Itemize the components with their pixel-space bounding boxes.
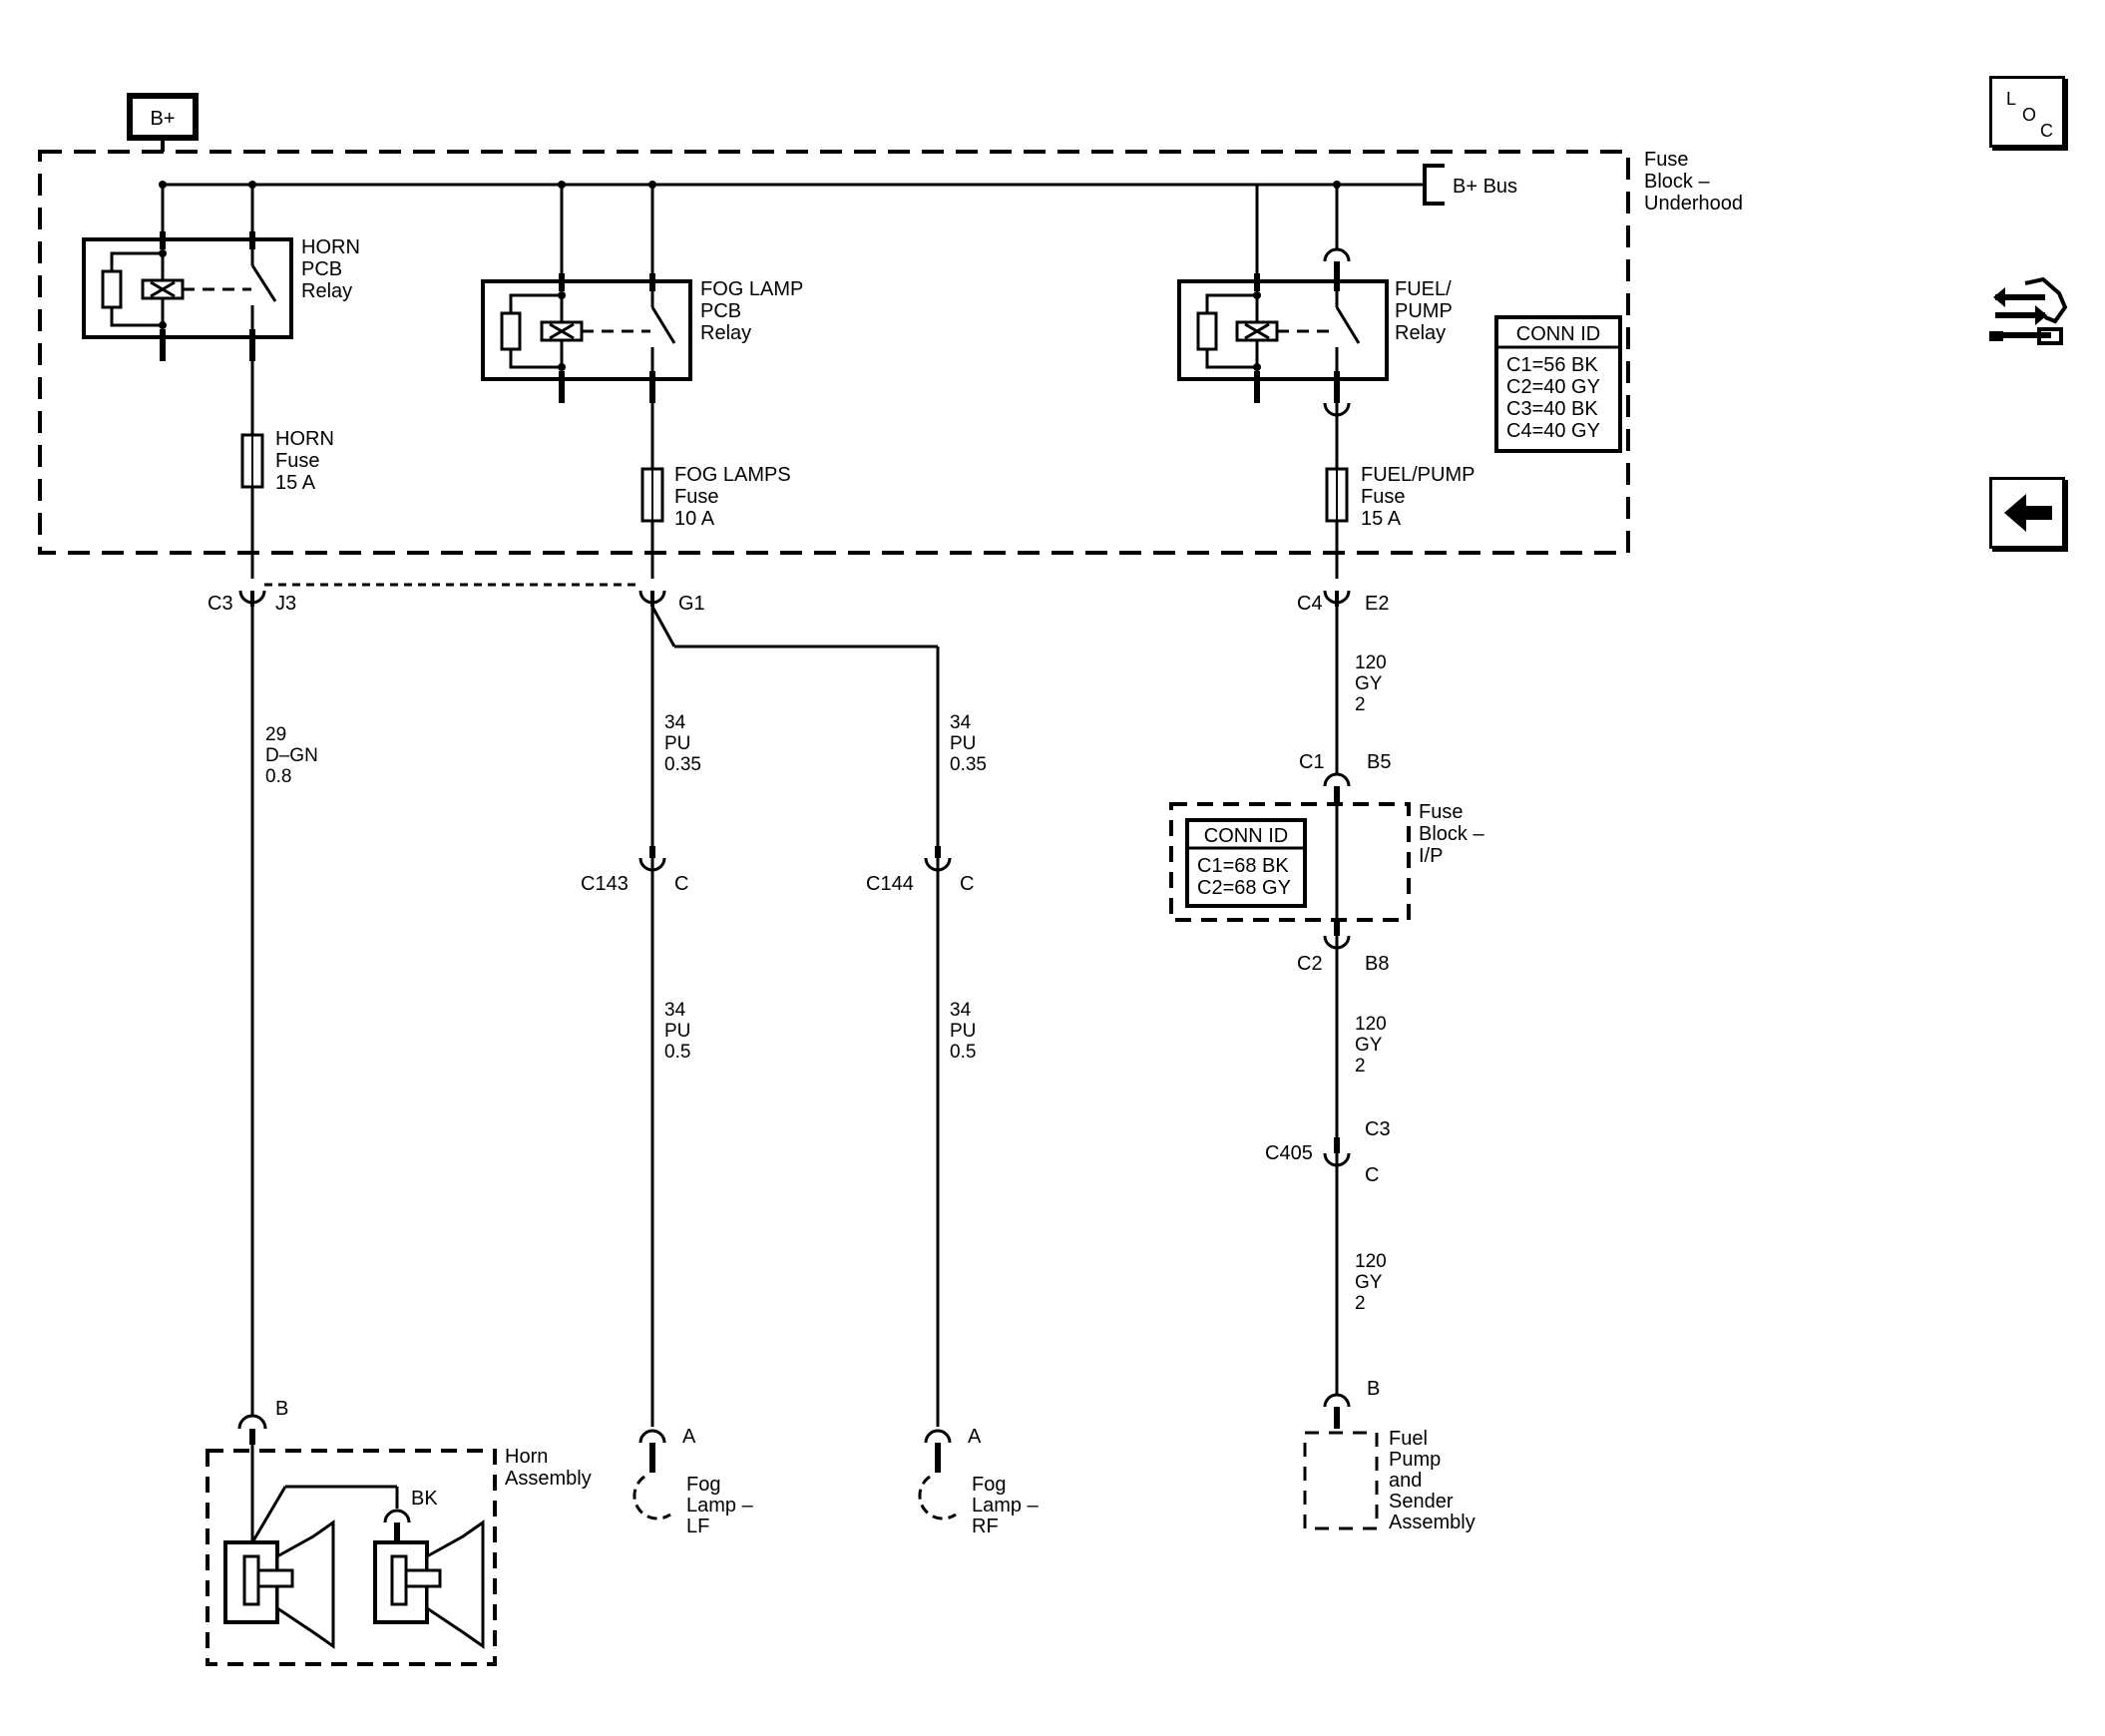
conn-id-ip-title: CONN ID [1204,825,1288,847]
horn-2-icon [373,1519,485,1649]
c143-label: C143 [581,873,629,895]
fuel-pump-sender-outline [1303,1431,1379,1530]
fuel-pump-b-connector [1323,1393,1351,1408]
conn-id-underhood-title: CONN ID [1516,323,1600,345]
conn-id-underhood-table [1494,315,1622,453]
fog-lf-lower-wire-label: 34 PU 0.5 [664,1000,696,1063]
c405-c3-pin: C3 [1365,1118,1391,1140]
fuel-pump-relay-label: FUEL/ PUMP Relay [1395,278,1458,344]
fog-lamp-rf-label: Fog Lamp – RF [972,1474,1044,1537]
loc-letter-o: O [2022,105,2037,125]
fuel-wire-1-label: 120 GY 2 [1355,652,1392,715]
ip-b5-pin: B5 [1367,751,1391,773]
fog-lamp-relay-label: FOG LAMP PCB Relay [700,278,809,344]
fog-lamp-lf-icon [632,1429,671,1520]
c143-c-pin: C [674,873,688,895]
horn-bk-pin: BK [411,1488,438,1510]
fuse-block-ip-label: Fuse Block – I/P [1419,801,1489,867]
fuel-pump-b-pin: B [1367,1378,1380,1400]
fog-rf-lower-wire-label: 34 PU 0.5 [950,1000,982,1063]
ip-c1-pin: C1 [1299,751,1325,773]
fuel-wire-3-label: 120 GY 2 [1355,1251,1392,1314]
fog-rf-upper-wire-label: 34 PU 0.35 [950,712,987,775]
ip-c2-pin: C2 [1297,953,1323,975]
horn-assembly-outline [206,1449,497,1666]
horn-b-pin: B [275,1398,288,1420]
conn-id-ip-table [1185,818,1307,908]
fuel-wire-2-label: 120 GY 2 [1355,1014,1392,1077]
loc-letter-l: L [2006,89,2017,109]
horn-relay-label: HORN PCB Relay [301,236,365,302]
horn-j3-pin: J3 [275,593,296,615]
fuel-pump-relay [1177,185,1389,417]
fuel-c4-pin: C4 [1297,593,1323,615]
horn-relay [82,185,293,361]
b-plus-bus-connector [1423,164,1445,206]
c405-label: C405 [1265,1142,1313,1164]
fog-lamps-fuse-label: FOG LAMPS Fuse 10 A [674,464,796,530]
fog-lamp-rf-icon [918,1429,957,1520]
horn-fuse-label: HORN Fuse 15 A [275,428,339,494]
horn-assembly-label: Horn Assembly [505,1446,592,1490]
fuse-block-underhood-outline [38,150,1630,555]
fog-g1-pin: G1 [678,593,705,615]
ip-c1-connector [1323,772,1351,787]
horn-wire-label: 29 D–GN 0.8 [265,724,323,787]
b-plus-bus-label: B+ Bus [1453,176,1517,198]
conn-id-ip-rows: C1=68 BK C2=68 GY [1197,855,1294,899]
c144-c-pin: C [960,873,974,895]
fuel-pump-fuse-label: FUEL/PUMP Fuse 15 A [1361,464,1480,530]
location-button[interactable]: L O C [1989,76,2065,148]
fuse-block-underhood-label: Fuse Block – Underhood [1644,149,1743,215]
b-plus-label: B+ [150,108,175,130]
fuel-pump-sender-label: Fuel Pump and Sender Assembly [1389,1428,1475,1533]
c144-label: C144 [866,873,914,895]
back-button[interactable] [1989,477,2065,549]
fog-lamp-lf-label: Fog Lamp – LF [686,1474,758,1537]
loc-letter-c: C [2040,121,2053,141]
fuel-e2-pin: E2 [1365,593,1389,615]
horn-bk-connector [383,1509,411,1523]
fog-lf-upper-wire-label: 34 PU 0.35 [664,712,701,775]
fog-lamp-relay [481,185,692,403]
horn-b-connector [237,1414,267,1430]
horn-c3-pin: C3 [208,593,233,615]
left-arrow-icon [2004,494,2052,532]
fog-lf-a-pin: A [682,1426,696,1448]
fuse-block-ip-outline [1169,802,1411,922]
connector-swap-icon[interactable] [1985,269,2069,357]
conn-id-underhood-rows: C1=56 BK C2=40 GY C3=40 BK C4=40 GY [1506,354,1605,442]
horn-1-icon [223,1445,335,1649]
c405-c-pin: C [1365,1164,1379,1186]
ip-b8-pin: B8 [1365,953,1389,975]
fog-rf-a-pin: A [968,1426,982,1448]
